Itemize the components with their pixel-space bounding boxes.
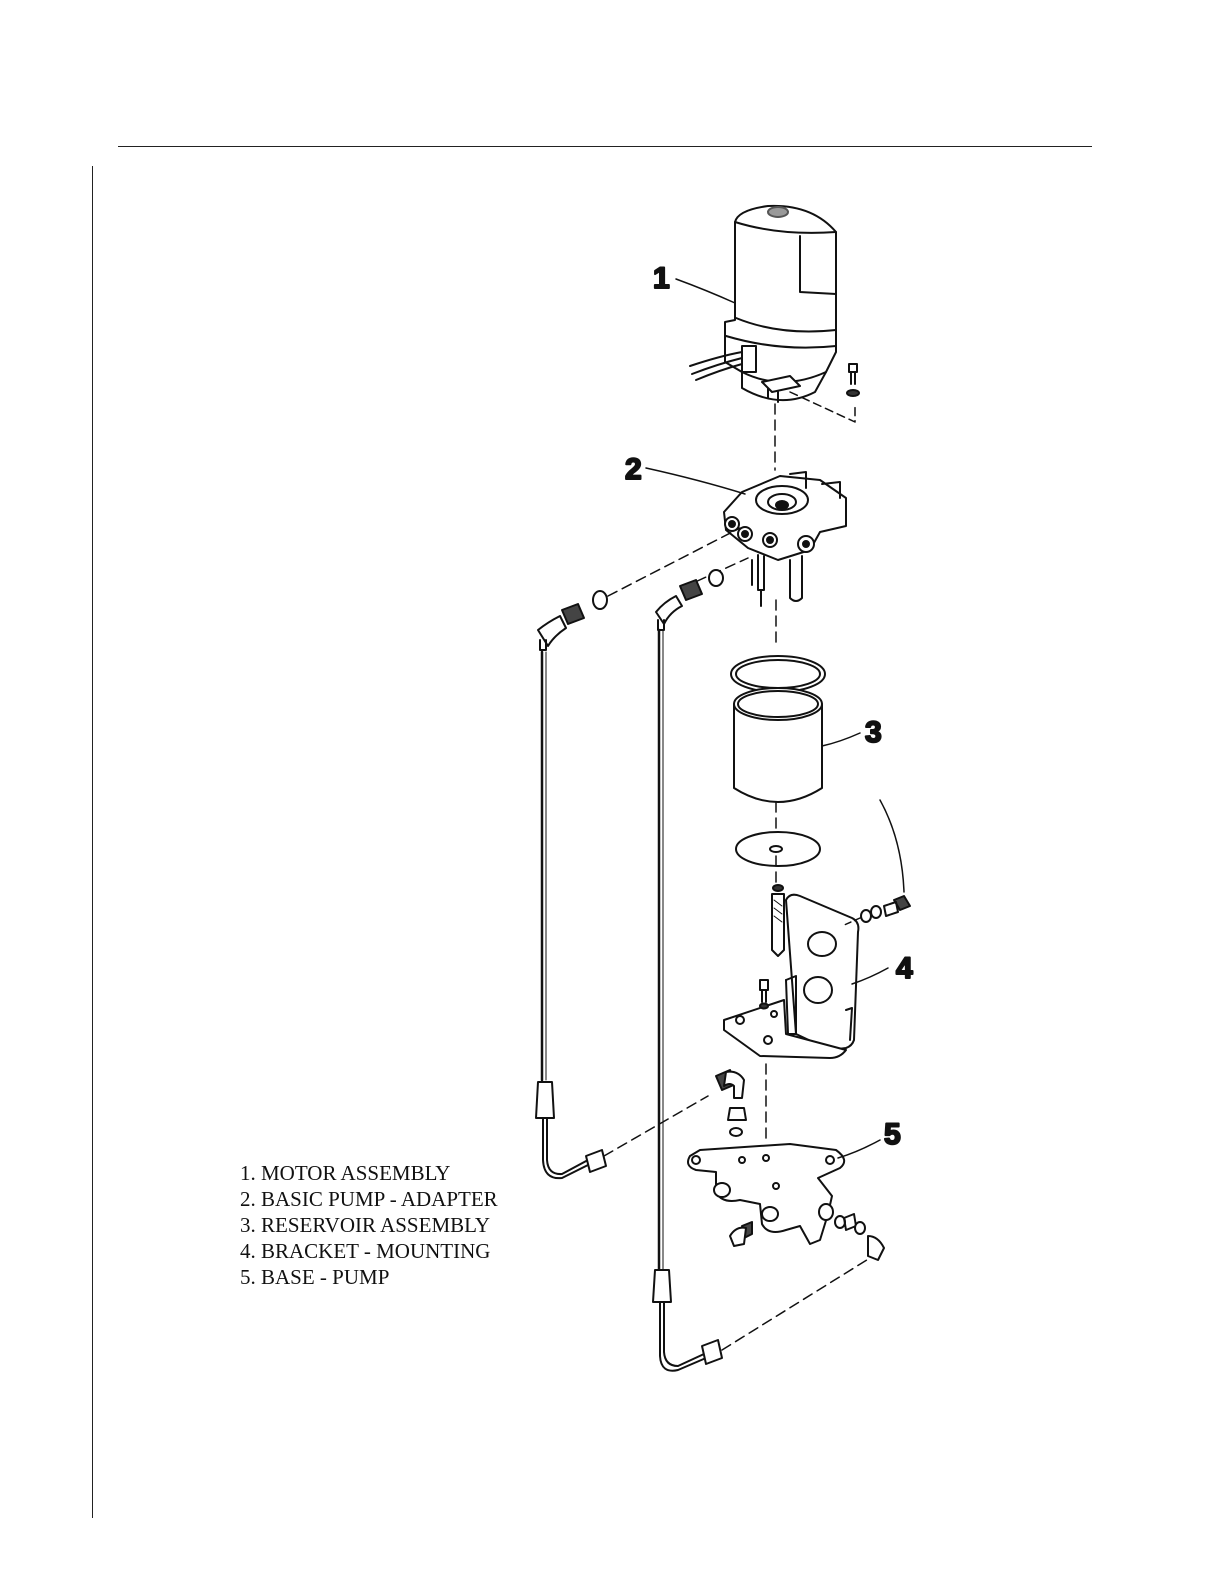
legend-item-basic-pump-adapter: 2. BASIC PUMP - ADAPTER [240,1186,498,1212]
callout-3: 3 [865,716,882,749]
right-tube-line [653,630,722,1371]
motor-washer [847,390,859,396]
centerline-right-tube-base [722,1258,870,1350]
parts-legend: 1. MOTOR ASSEMBLY 2. BASIC PUMP - ADAPTE… [240,1160,498,1290]
centerline-left-port [608,528,740,596]
base-pump [688,1144,844,1244]
centerline-left-tube-base [604,1096,708,1156]
callout-1: 1 [653,262,670,295]
motor-assembly [690,206,836,402]
bolt-hinge-line [880,800,904,892]
reservoir-assembly [731,656,825,802]
basic-pump-adapter [724,472,846,606]
callout-2: 2 [625,453,642,486]
left-upper-fittings [538,591,607,650]
legend-item-reservoir-assembly: 3. RESERVOIR ASSEMBLY [240,1212,498,1238]
motor-screw [849,364,857,384]
left-tube-line [536,652,606,1178]
bracket-mounting [724,895,858,1058]
bracket-screw [760,980,768,1009]
plate-washer [773,885,783,891]
legend-item-base-pump: 5. BASE - PUMP [240,1264,498,1290]
legend-item-motor-assembly: 1. MOTOR ASSEMBLY [240,1160,498,1186]
callout-5: 5 [884,1118,901,1151]
reservoir-plate [736,832,820,866]
legend-item-bracket-mounting: 4. BRACKET - MOUNTING [240,1238,498,1264]
right-upper-fittings [656,570,723,630]
callout-4: 4 [896,952,913,985]
